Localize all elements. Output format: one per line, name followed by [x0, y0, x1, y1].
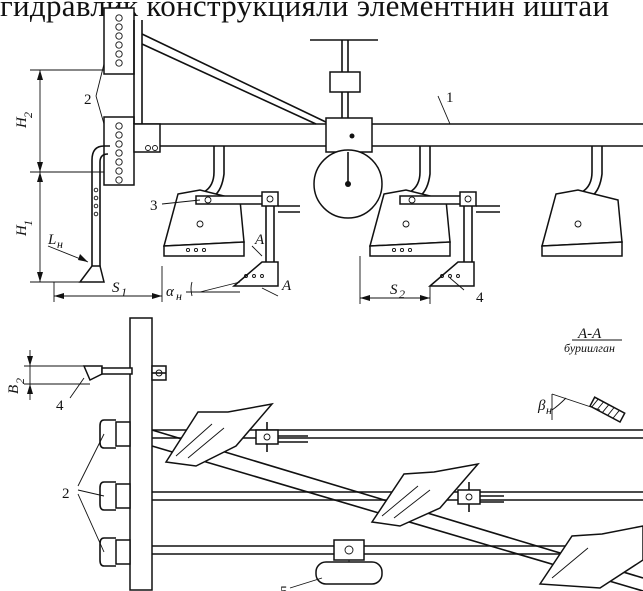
a-label-2: A — [281, 278, 292, 294]
h2-label: H — [14, 116, 30, 129]
s1-sub: 1 — [121, 285, 127, 299]
height-dims — [30, 69, 104, 283]
label-1: 1 — [446, 90, 454, 106]
s1-dim — [53, 266, 163, 302]
leaders-plan — [69, 377, 323, 589]
plow-body-3 — [541, 146, 623, 257]
frame-post — [129, 317, 153, 591]
gauge-wheel — [310, 39, 383, 219]
cutter-1 — [231, 191, 300, 287]
a-label-1: A — [254, 232, 265, 248]
plan-share-3 — [538, 525, 643, 589]
plan-wheel — [315, 539, 383, 585]
main-beam — [130, 123, 643, 147]
plow-body-2 — [369, 146, 473, 257]
s1-label: S — [112, 280, 120, 296]
beta-label: β — [537, 398, 546, 414]
h2-sub: 2 — [21, 112, 35, 118]
s2-sub: 2 — [399, 287, 405, 301]
label-4-top: 4 — [476, 290, 484, 306]
plan-cutter — [82, 365, 167, 382]
plan-share-1 — [164, 402, 308, 467]
l-label: L — [47, 232, 56, 248]
hitch-pins — [99, 419, 131, 567]
label-2-plan: 2 — [62, 486, 70, 502]
plow-body-1 — [163, 146, 267, 257]
alpha-label: α — [166, 284, 175, 300]
b2-dim — [24, 350, 90, 400]
hitch-mast — [103, 7, 161, 186]
label-5: 5 — [280, 584, 288, 591]
front-cutter — [78, 145, 110, 283]
leaders-side — [95, 63, 465, 291]
h1-label: H — [14, 224, 30, 237]
l-sub: н — [57, 237, 63, 251]
side-view: H 2 H 1 L н S 1 — [14, 7, 643, 306]
section-aa — [551, 339, 626, 423]
alpha-sub: н — [176, 289, 182, 303]
h1-sub: 1 — [21, 220, 35, 226]
label-3: 3 — [150, 198, 158, 214]
cutter-2 — [427, 191, 500, 287]
l-dim — [47, 245, 89, 263]
diagonal-brace — [141, 33, 331, 125]
plan-view: B 2 2 4 5 — [6, 317, 643, 591]
header-text: гидравлик конструкцияли элементнин иштаи — [0, 0, 610, 23]
b2-sub: 2 — [13, 378, 27, 384]
beta-sub: н — [546, 403, 552, 417]
alpha-dim — [186, 281, 241, 297]
s2-dim — [359, 256, 431, 304]
b2-label: B — [6, 385, 22, 394]
label-4-plan: 4 — [56, 398, 64, 414]
section-note: буриилган — [564, 341, 615, 355]
section-label: A-A — [577, 326, 602, 342]
s2-label: S — [390, 282, 398, 298]
plan-share-2 — [370, 462, 504, 527]
label-2-top: 2 — [84, 92, 92, 108]
